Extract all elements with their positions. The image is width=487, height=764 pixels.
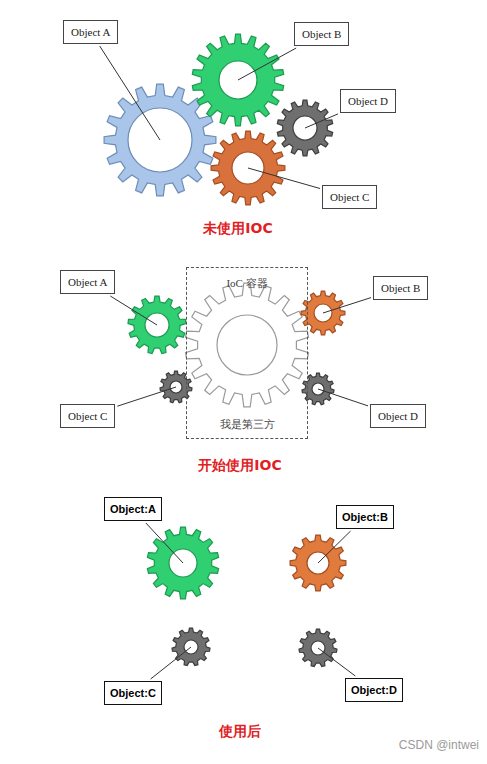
object-label: Object A [63, 20, 118, 44]
leader-line [323, 298, 371, 313]
object-name: Object:D [351, 683, 397, 697]
gear-hole [217, 315, 277, 375]
object-label: Object A [60, 270, 115, 294]
ioc-container: IoC 容器我是第三方 [186, 267, 308, 439]
object-label: Object:A [104, 497, 162, 521]
object-name: Object:B [342, 510, 388, 524]
leader-line [117, 387, 176, 406]
leader-line [100, 46, 160, 140]
object-name: Object D [378, 409, 418, 423]
leader-line [238, 48, 296, 80]
leader-line [146, 523, 183, 563]
leader-line [305, 114, 338, 128]
object-label: Object B [373, 276, 428, 300]
gear [186, 283, 309, 407]
object-label: Object:B [336, 505, 394, 529]
leader-line [318, 531, 351, 563]
leader-line [318, 648, 355, 676]
object-name: Object B [381, 281, 420, 295]
section-caption: 未使用IOC [203, 220, 272, 238]
object-name: Object A [68, 275, 107, 289]
object-label: Object B [294, 22, 349, 46]
object-label: Object:C [104, 681, 162, 705]
object-label: Object D [340, 89, 396, 113]
object-label: Object:D [345, 678, 403, 702]
object-name: Object C [68, 409, 107, 423]
object-name: Object B [302, 27, 341, 41]
container-note: 我是第三方 [187, 417, 307, 432]
leader-line [318, 389, 368, 406]
leader-line [110, 296, 157, 325]
leader-line [248, 168, 320, 189]
watermark: CSDN @intwei [399, 738, 479, 752]
object-name: Object A [71, 25, 110, 39]
gear [160, 371, 192, 403]
object-label: Object D [370, 404, 426, 428]
section-caption: 开始使用IOC [198, 457, 281, 475]
object-label: Object C [60, 404, 115, 428]
gear [172, 628, 210, 666]
gear [302, 373, 334, 405]
object-label: Object C [322, 185, 377, 209]
object-name: Object C [330, 190, 369, 204]
leader-line [151, 647, 191, 679]
gear [299, 629, 337, 667]
object-name: Object:A [110, 502, 156, 516]
object-name: Object D [348, 94, 388, 108]
container-title: IoC 容器 [187, 276, 307, 291]
section-caption: 使用后 [219, 723, 261, 741]
object-name: Object:C [110, 686, 156, 700]
